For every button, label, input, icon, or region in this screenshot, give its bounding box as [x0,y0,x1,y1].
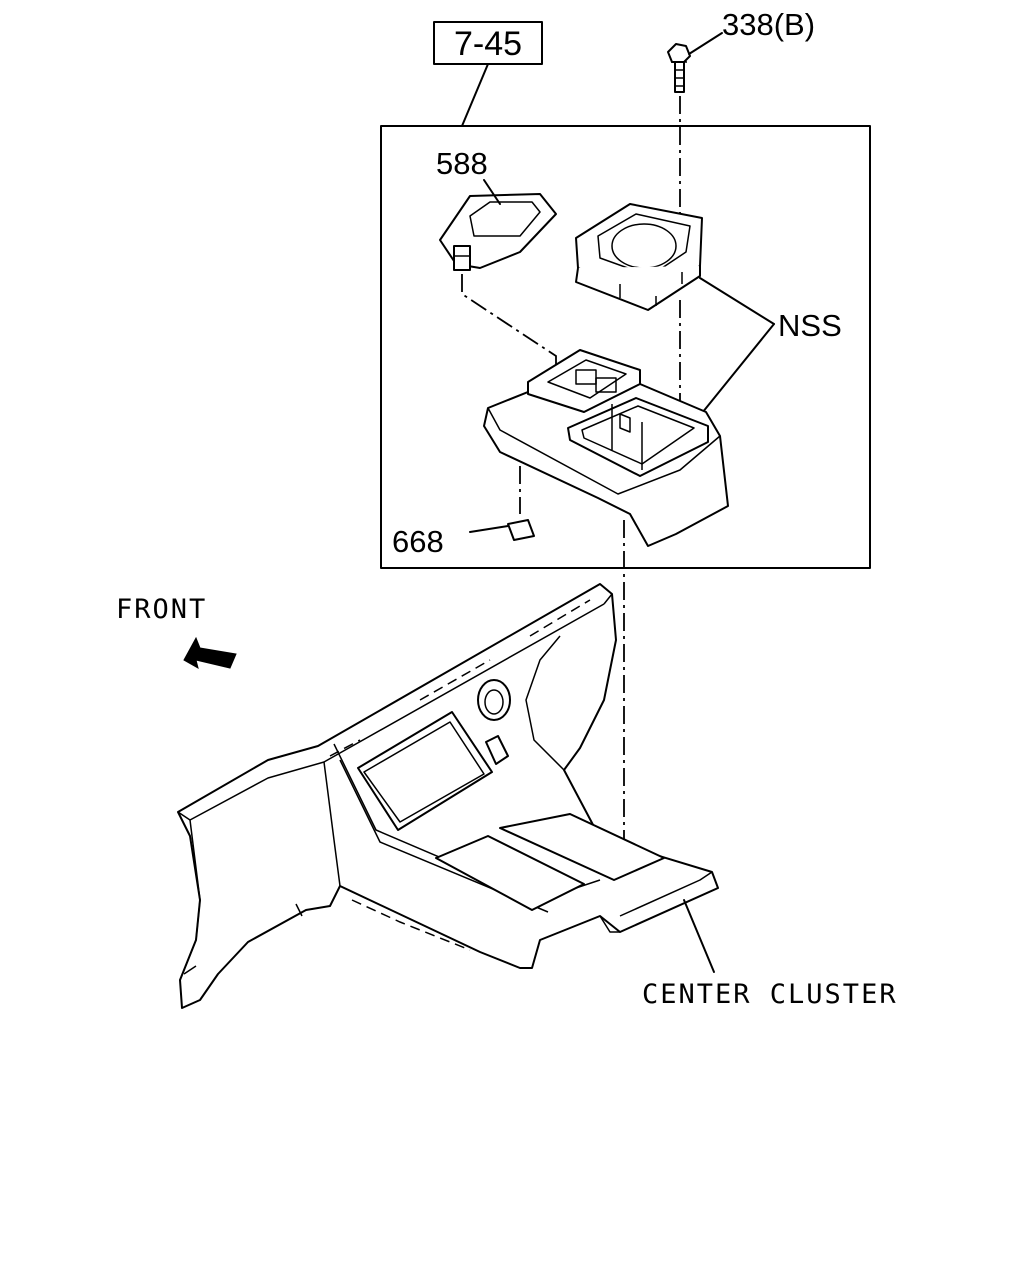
console-shift-opening [567,397,709,477]
cluster-display-opening [357,711,493,831]
center-cluster-label[interactable]: CENTER CLUSTER [642,979,898,1010]
clip-leader [469,525,509,533]
center-cluster-leader [683,899,715,973]
assembly-frame [380,125,871,569]
shift-bezel-part [575,203,703,311]
console-shift-inner [581,405,695,465]
lid-leader [483,179,501,205]
bolt-part [667,43,691,93]
console-top-edge [487,407,721,495]
console-body-part [483,349,729,547]
cluster-round-vent [477,679,511,721]
callout-338b[interactable]: 338(B) [722,7,815,42]
console-lid-seat [527,349,641,413]
cluster-tray-rear [499,813,665,881]
console-lid-seat-inner [547,359,627,399]
bolt-shank [674,61,685,93]
callout-nss[interactable]: NSS [778,308,842,343]
cluster-tray-front [435,835,585,911]
bezel-skirt [575,266,701,311]
clip-part [507,519,535,541]
front-label: FRONT [116,594,207,625]
clip-body [507,519,535,541]
front-arrow-icon [183,636,237,670]
nss-leader-upper [699,277,775,325]
callout-668[interactable]: 668 [392,524,444,559]
lid-alignment-line [461,274,557,384]
nss-leader-lower [697,323,775,419]
callout-588[interactable]: 588 [436,146,488,181]
reference-leader [461,63,489,127]
reference-box[interactable]: 7-45 [433,21,543,65]
lid-recess [469,201,541,237]
lid-tab [453,245,471,271]
bolt-leader [688,32,723,55]
cluster-switch [485,735,509,765]
lid-part [439,193,557,271]
cluster-hidden-edge [329,599,591,757]
bezel-opening [597,213,691,277]
reference-box-label: 7-45 [454,25,522,63]
cluster-top-edge [177,603,605,821]
center-cluster-part [177,583,719,1009]
bolt-head [667,43,691,63]
